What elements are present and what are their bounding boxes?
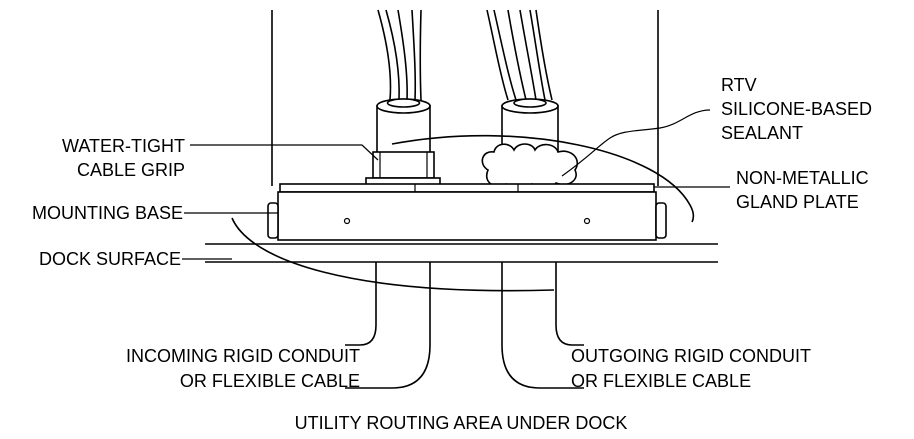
label-utility-area: UTILITY ROUTING AREA UNDER DOCK [295, 413, 628, 433]
label-cable-grip: CABLE GRIP [77, 160, 185, 180]
label-incoming-2: OR FLEXIBLE CABLE [180, 371, 360, 391]
label-non-metallic: NON-METALLIC [736, 168, 869, 188]
label-rtv: RTV [721, 75, 757, 95]
label-incoming-1: INCOMING RIGID CONDUIT [126, 346, 360, 366]
leader-lines [182, 109, 730, 260]
label-water-tight: WATER-TIGHT [62, 136, 185, 156]
rtv-sealant-blob [481, 143, 579, 190]
right-cable-bundle [486, 9, 553, 101]
callout-labels: RTV SILICONE-BASED SEALANT WATER-TIGHT C… [32, 75, 872, 433]
label-gland-plate: GLAND PLATE [736, 192, 859, 212]
label-outgoing-1: OUTGOING RIGID CONDUIT [571, 346, 811, 366]
installation-outline-ellipse [231, 217, 555, 292]
outgoing-conduit [501, 262, 584, 389]
cable-grip [365, 98, 441, 187]
mounting-base [267, 191, 667, 241]
left-cable-bundle [377, 9, 422, 101]
label-silicone-based: SILICONE-BASED [721, 99, 872, 119]
incoming-conduit [345, 262, 431, 389]
gland-plate [279, 183, 655, 193]
dock-surface [205, 243, 718, 263]
label-dock-surface: DOCK SURFACE [39, 249, 181, 269]
label-sealant: SEALANT [721, 123, 803, 143]
label-mounting-base: MOUNTING BASE [32, 203, 183, 223]
enclosure-walls [271, 10, 659, 186]
label-outgoing-2: OR FLEXIBLE CABLE [571, 371, 751, 391]
